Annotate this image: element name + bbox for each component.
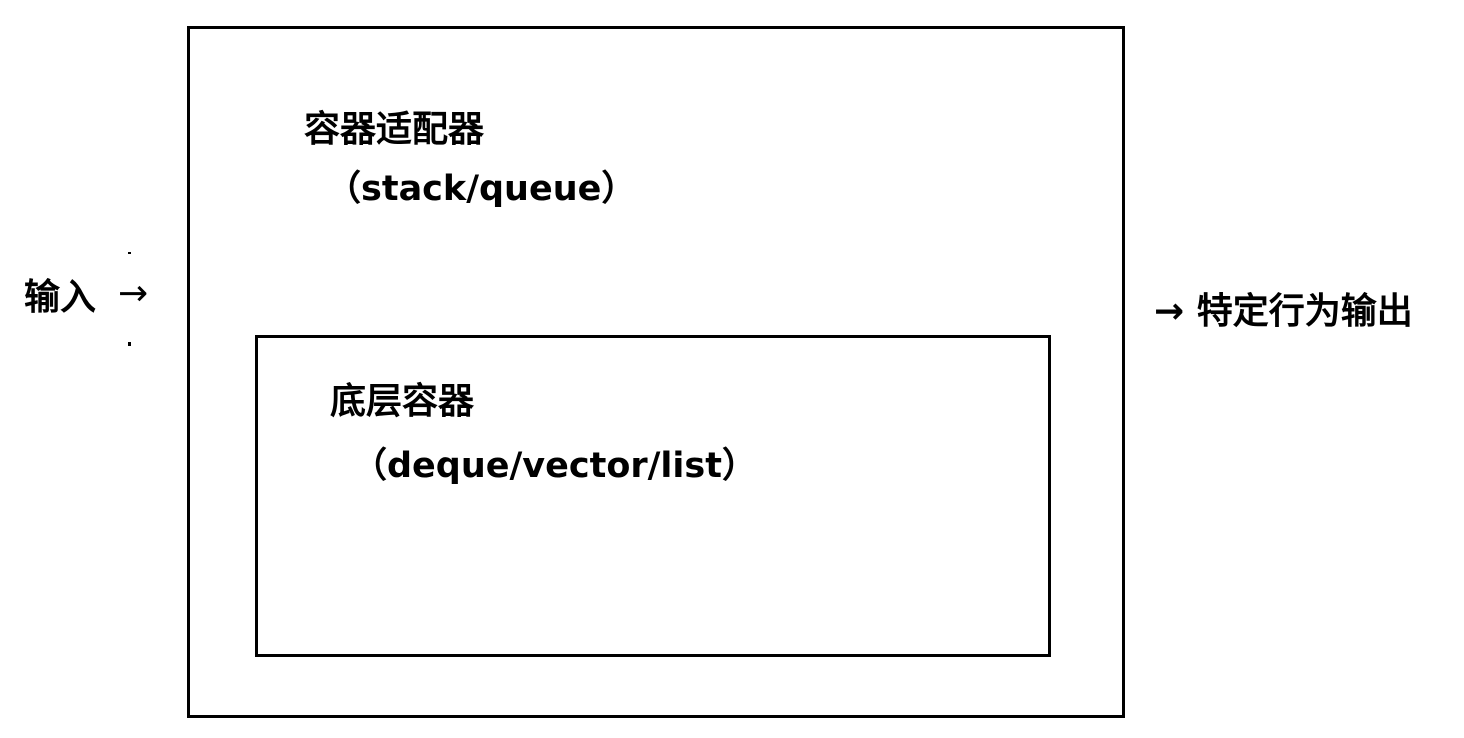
input-label: 输入 (24, 277, 97, 318)
container-adapter-title: 容器适配器 (304, 109, 485, 150)
container-adapter-subtitle: （stack/queue） (326, 169, 637, 209)
input-marker-top (128, 252, 131, 254)
input-marker-bottom (128, 342, 131, 346)
underlying-container-title: 底层容器 (330, 381, 475, 422)
output-label: → 特定行为输出 (1154, 291, 1413, 332)
input-arrow-icon: → (118, 273, 149, 314)
underlying-container-box (255, 335, 1051, 657)
underlying-container-subtitle: （deque/vector/list） (352, 446, 757, 486)
